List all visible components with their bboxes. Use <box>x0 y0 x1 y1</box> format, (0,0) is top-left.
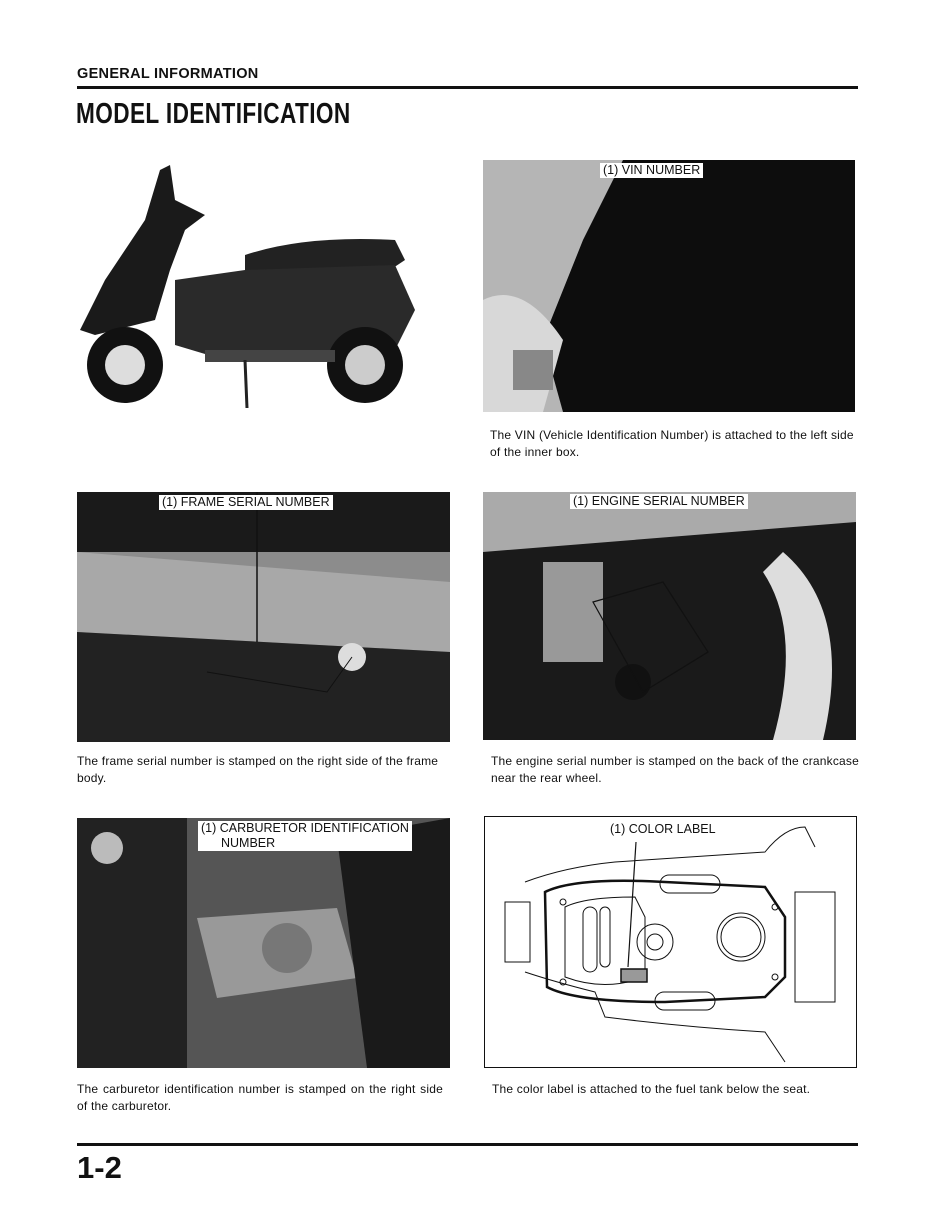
carburetor-callout: (1) CARBURETOR IDENTIFICATION NUMBER <box>198 821 412 851</box>
scooter-photo <box>75 160 450 412</box>
section-header: GENERAL INFORMATION <box>77 66 259 82</box>
frame-callout: (1) FRAME SERIAL NUMBER <box>159 495 333 510</box>
engine-callout: (1) ENGINE SERIAL NUMBER <box>570 494 748 509</box>
page-title: MODEL IDENTIFICATION <box>76 98 351 130</box>
carburetor-callout-line1: (1) CARBURETOR IDENTIFICATION <box>201 821 409 835</box>
vin-caption: The VIN (Vehicle Identification Number) … <box>490 428 854 459</box>
color-label-diagram: (1) COLOR LABEL <box>484 816 857 1068</box>
page-number: 1-2 <box>77 1150 122 1185</box>
carburetor-photo: (1) CARBURETOR IDENTIFICATION NUMBER <box>77 818 450 1068</box>
frame-caption: The frame serial number is stamped on th… <box>77 754 439 785</box>
engine-photo: (1) ENGINE SERIAL NUMBER <box>483 492 856 740</box>
carburetor-caption: The carburetor identification number is … <box>77 1082 443 1113</box>
footer-rule <box>77 1143 858 1146</box>
carburetor-callout-line2: NUMBER <box>221 836 276 850</box>
header-rule <box>77 86 858 89</box>
frame-photo: (1) FRAME SERIAL NUMBER <box>77 492 450 742</box>
vin-callout: (1) VIN NUMBER <box>600 163 704 178</box>
vin-photo: (1) VIN NUMBER <box>483 160 855 412</box>
color-label-caption: The color label is attached to the fuel … <box>492 1082 811 1096</box>
engine-caption: The engine serial number is stamped on t… <box>491 754 859 785</box>
color-label-callout: (1) COLOR LABEL <box>610 822 716 836</box>
